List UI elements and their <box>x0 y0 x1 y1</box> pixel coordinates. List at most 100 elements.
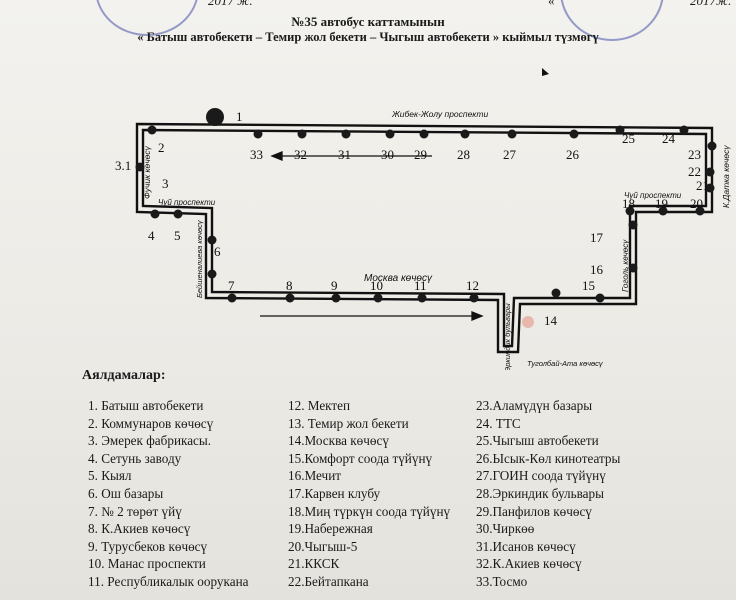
date-right-prefix: « <box>548 0 555 8</box>
stop-5-marker <box>173 209 183 219</box>
stop-list-item: 14.Москва көчөсү <box>288 433 389 449</box>
stop-list-item: 27.ГОИН соода түйүнү <box>476 468 606 484</box>
stop-list-item: 24. ТТС <box>476 415 521 431</box>
stop-28-marker <box>460 129 470 139</box>
date-left: 2017 ж. <box>208 0 253 8</box>
street-label-top: Жибек-Жолу проспекти <box>391 109 488 119</box>
stop-list-item: 18.Миң түркүн соода түйүнү <box>288 503 451 519</box>
stop-22-marker <box>705 167 715 177</box>
stop-list-item: 23.Аламүдүн базары <box>476 398 593 413</box>
stop-15-label: 15 <box>582 278 595 293</box>
stop-30-marker <box>385 129 395 139</box>
stop-27-marker <box>507 129 517 139</box>
stop-3-marker <box>135 162 145 172</box>
stop-list-item: 10. Манас проспекти <box>88 556 206 572</box>
stop-4-marker <box>150 209 160 219</box>
stop-17-label: 17 <box>590 230 604 245</box>
stop-list-item: 1. Батыш автобекети <box>88 398 204 413</box>
stop-11-marker <box>417 293 427 303</box>
stop-3-label: 3 <box>162 176 169 191</box>
stop-list-item: 25.Чыгыш автобекети <box>476 433 599 449</box>
stop-31-marker <box>341 129 351 139</box>
stop-32-label: 32 <box>294 147 307 162</box>
stop-26-label: 26 <box>566 147 580 162</box>
stops-column-2: 12. Мектеп 13. Темир жол бекети 14.Москва … <box>288 397 450 591</box>
stop-list-item: 16.Мечит <box>288 468 342 484</box>
stop-1-label: 1 <box>236 109 243 124</box>
stop-list-item: 28.Эркиндик бульвары <box>476 485 604 501</box>
stop-22-label: 22 <box>688 164 701 179</box>
stop-21-label: 21 <box>696 178 709 193</box>
stop-list-item: 11. Республикалык оорукана <box>88 573 249 589</box>
stop-list-item: 32.К.Акиев көчөсү <box>476 556 582 572</box>
stop-7-label: 7 <box>228 278 235 293</box>
stop-list-item: 31.Исанов көчөсү <box>476 538 576 554</box>
direction-arrow-bottom <box>260 311 484 321</box>
stop-26-marker <box>569 129 579 139</box>
stop-list-item: 21.ККСК <box>288 556 340 572</box>
stop-list-item: 7. № 2 төрөт үйү <box>88 503 182 519</box>
stop-25-marker <box>615 125 625 135</box>
stop-12-marker <box>469 293 479 303</box>
title-line-1: №35 автобус каттамынын <box>291 14 445 29</box>
stops-column-1: 1. Батыш автобекети 2. Коммунаров көчөсү 3… <box>88 397 248 591</box>
street-label-gogol: Гоголь көчөсү <box>621 239 630 292</box>
stop-15-marker <box>595 293 605 303</box>
stop-list-item: 13. Темир жол бекети <box>288 415 409 431</box>
stop-2-marker <box>147 125 157 135</box>
stop-list-item: 30.Чиркөө <box>476 521 535 537</box>
stop-24-label: 24 <box>662 131 676 146</box>
stop-6-marker <box>207 235 217 245</box>
stop-4-label: 4 <box>148 228 155 243</box>
street-label-erkindik: Эркиндик бульвары <box>503 303 512 370</box>
stop-list-item: 12. Мектеп <box>288 398 351 413</box>
stop-17-marker <box>628 220 638 230</box>
stop-24-marker <box>679 125 689 135</box>
stop-list-item: 5. Кыял <box>88 468 132 484</box>
stop-list-item: 8. К.Акиев көчөсү <box>88 521 191 537</box>
direction-arrow-top <box>270 151 432 161</box>
street-label-fuchik: Фучик көчөсү <box>142 145 152 199</box>
street-label-moskva: Москва көчөсү <box>364 273 433 284</box>
stop-21-marker <box>705 183 715 193</box>
stop-list-item: 20.Чыгыш-5 <box>288 538 358 554</box>
stop-19-marker <box>658 206 668 216</box>
stop-list-item: 33.Тосмо <box>476 573 528 589</box>
stop-8-marker <box>285 293 295 303</box>
arrow-marker <box>542 68 549 76</box>
stop-5-label: 5 <box>174 228 181 243</box>
stop-18-marker <box>625 206 635 216</box>
stop-list-item: 3. Эмерек фабрикасы. <box>88 433 212 449</box>
stop-6b-marker <box>207 269 217 279</box>
stop-list-item: 17.Карвен клубу <box>288 485 381 501</box>
title-line-2: « Батыш автобекети – Темир жол бекети – … <box>137 30 599 44</box>
stop-23-marker <box>707 141 717 151</box>
stop-29-label: 29 <box>414 147 427 162</box>
street-label-beyshenalieva: Бейшеналиева көчөсү <box>195 219 204 298</box>
stop-28-label: 28 <box>457 147 470 162</box>
stop-27-label: 27 <box>503 147 517 162</box>
stop-19-label: 19 <box>655 196 668 211</box>
stop-2-label: 2 <box>158 140 165 155</box>
stop-list-item: 2. Коммунаров көчөсү <box>88 415 214 431</box>
street-label-tugolbay: Туголбай-Ата көчөсү <box>527 359 604 368</box>
stop-23-label: 23 <box>688 147 701 162</box>
red-mark <box>522 316 534 328</box>
stop-31-label: 31 <box>338 147 351 162</box>
stop-list-item: 15.Комфорт соода түйүнү <box>288 450 433 466</box>
stop-8-label: 8 <box>286 278 293 293</box>
stop-20-marker <box>695 206 705 216</box>
stop-list-item: 22.Бейтапкана <box>288 573 369 589</box>
stop-1-marker <box>206 108 224 126</box>
stop-32-marker <box>297 129 307 139</box>
stop-14-label: 14 <box>544 313 558 328</box>
stop-list-item: 19.Набережная <box>288 521 373 537</box>
stop-6-label: 6 <box>214 244 221 259</box>
stop-20-label: 20 <box>690 196 703 211</box>
street-label-chuy-left: Чүй проспекти <box>158 198 216 207</box>
stop-3-1-label: 3.1 <box>115 158 131 173</box>
stop-11-label: 11 <box>414 278 427 293</box>
stop-list-item: 6. Ош базары <box>88 485 164 501</box>
stop-16-marker <box>628 263 638 273</box>
